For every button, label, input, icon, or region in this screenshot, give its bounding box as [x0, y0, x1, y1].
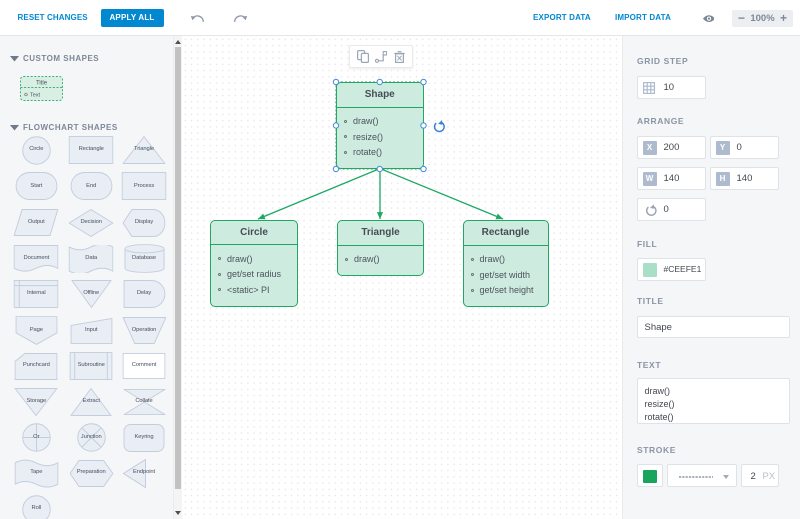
- svg-text:Text: Text: [30, 93, 41, 99]
- svg-text:Title: Title: [36, 81, 48, 87]
